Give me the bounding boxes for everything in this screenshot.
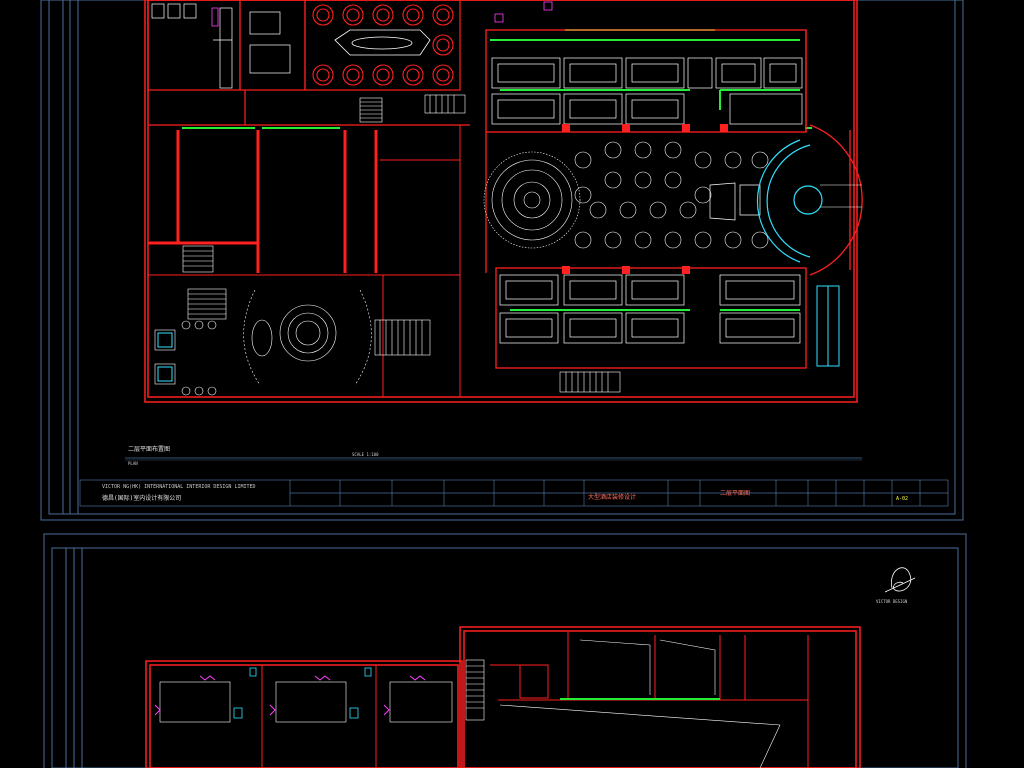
dining-table-clusters bbox=[574, 141, 769, 249]
right-semicircle-wall bbox=[809, 124, 863, 276]
lower-plan-outer-walls bbox=[145, 626, 861, 768]
lower-plan-stair bbox=[465, 659, 485, 721]
drawing-title: 二层平面布置图 bbox=[128, 445, 170, 453]
room-tag-markers[interactable] bbox=[211, 1, 553, 27]
central-round-stage bbox=[483, 151, 581, 249]
stair-lobby-right bbox=[374, 319, 431, 356]
project-name: 大型酒店装修设计 bbox=[588, 493, 636, 501]
lower-plan-furniture bbox=[159, 639, 781, 768]
sheet-number: A-02 bbox=[896, 496, 908, 502]
toilet-fixtures bbox=[151, 3, 291, 89]
lobby-circular-feature bbox=[243, 289, 372, 386]
booth-rooms-bottom bbox=[499, 274, 801, 344]
company-name-cn: 德昌(国际)室内设计有限公司 bbox=[102, 494, 181, 502]
bar-counter-area bbox=[709, 182, 761, 221]
titleblock-grid bbox=[79, 479, 949, 507]
sheet2-frame bbox=[43, 533, 967, 768]
column-markers[interactable] bbox=[562, 124, 728, 274]
stair-upper bbox=[359, 94, 466, 123]
lower-plan-cyan-fixtures bbox=[233, 667, 372, 719]
sheet-name: 二层平面图 bbox=[720, 490, 750, 497]
banquet-round-tables bbox=[312, 4, 454, 86]
company-name-en: VICTOR NG(HK) INTERNATIONAL INTERIOR DES… bbox=[102, 484, 256, 490]
right-escalator bbox=[816, 285, 840, 367]
dimension-leaders bbox=[820, 184, 862, 208]
booth-green-partitions bbox=[500, 89, 800, 311]
lower-plan-room-walls bbox=[261, 631, 809, 768]
private-rooms-left bbox=[148, 130, 378, 273]
drawing-title-block: 二层平面布置图 PLAN SCALE 1:100 bbox=[125, 445, 862, 466]
right-stair-lower bbox=[559, 371, 621, 393]
signature-logo bbox=[884, 567, 916, 593]
sheet1-frame bbox=[40, 0, 964, 521]
long-banquet-table bbox=[334, 29, 431, 56]
signature-caption: VICTOR DESIGN bbox=[876, 599, 908, 604]
lobby-walls bbox=[147, 274, 461, 398]
main-hall-walls bbox=[485, 29, 807, 369]
booth-rooms-top bbox=[491, 57, 803, 125]
lobby-cyan-elements bbox=[157, 332, 173, 382]
drawing-subtitle: PLAN bbox=[128, 461, 138, 466]
lower-plan-magenta-decor bbox=[154, 675, 426, 716]
right-semicircle-stage bbox=[756, 139, 823, 263]
drawing-scale: SCALE 1:100 bbox=[352, 452, 379, 457]
floor-plan-outer-walls bbox=[144, 0, 858, 403]
stair-left bbox=[182, 245, 227, 320]
lobby-seating bbox=[154, 320, 217, 396]
private-rooms-walls bbox=[147, 124, 461, 276]
